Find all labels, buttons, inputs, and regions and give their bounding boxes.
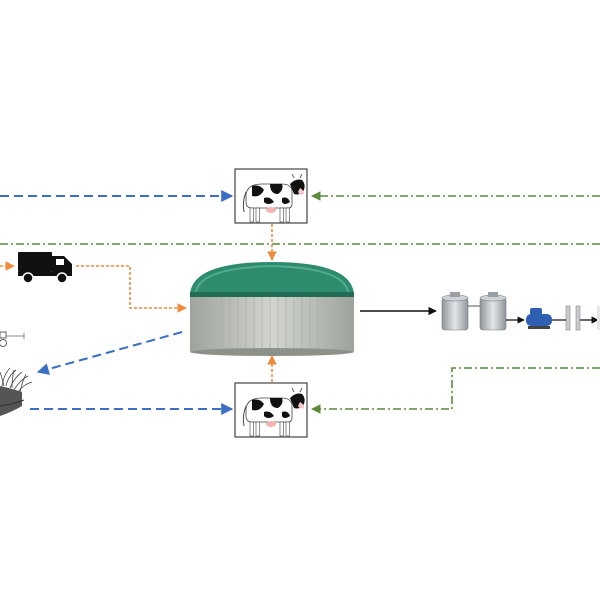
biogas-upgrading-plant-icon — [441, 292, 600, 331]
orange-flow-truck-to-digester — [76, 265, 187, 313]
field-spreading-icon — [0, 367, 33, 416]
cow-box-top — [234, 168, 308, 224]
truck-icon — [18, 252, 72, 284]
tractor-icon — [0, 331, 25, 347]
cow-box-bottom — [234, 382, 308, 438]
blue-flow-digester-to-field — [36, 331, 183, 375]
biogas-digester-icon — [190, 262, 354, 356]
green-flow-to-bottom-cow — [311, 367, 600, 414]
